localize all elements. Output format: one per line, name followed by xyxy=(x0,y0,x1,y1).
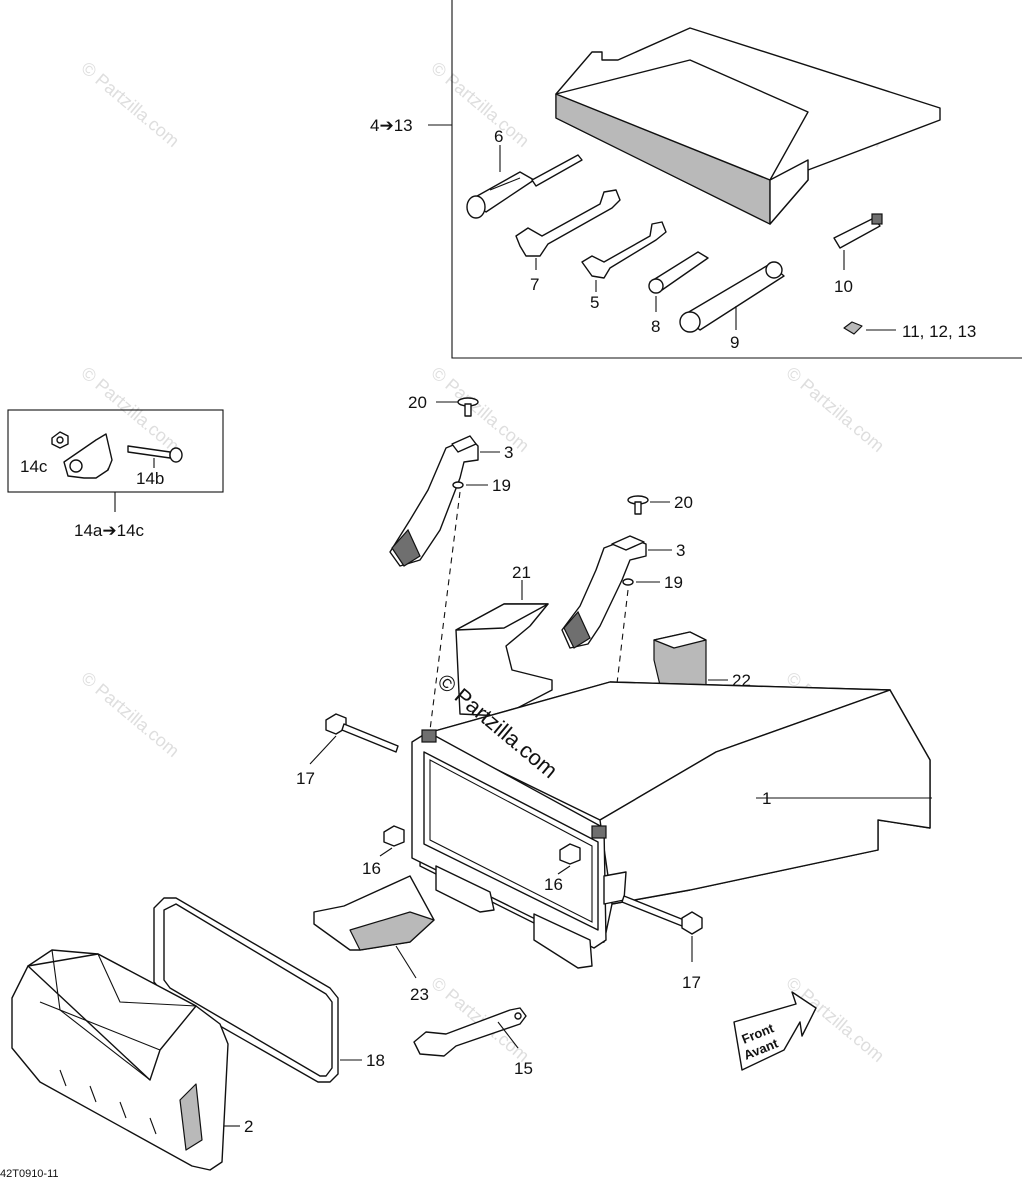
watermark: © Partzilla.com xyxy=(427,363,533,456)
latch-assembly-left: 20 3 19 xyxy=(389,393,513,731)
callout-10: 10 xyxy=(834,277,853,296)
socket-wrench-small xyxy=(648,251,709,294)
leader-line xyxy=(395,945,417,979)
latch-strap-right xyxy=(561,535,647,649)
drawing-code: 42T0910-11 xyxy=(0,1168,59,1179)
tool-kit-frame xyxy=(451,0,1022,359)
foam-pad-21 xyxy=(455,603,553,717)
callout-16-right: 16 xyxy=(544,875,563,894)
watermark: © Partzilla.com xyxy=(77,668,183,761)
callout-16-left: 16 xyxy=(362,859,381,878)
bracket-kit-frame xyxy=(7,409,224,493)
storage-box-1 xyxy=(411,681,931,969)
callout-3-right: 3 xyxy=(676,541,685,560)
callout-kit-range: 4➔13 xyxy=(370,116,413,135)
bracket-kit-group: 14a➔14c 14c 14b xyxy=(7,409,224,540)
bolt-14b xyxy=(127,445,183,463)
front-direction-arrow: Front Avant xyxy=(733,991,817,1071)
callout-14b: 14b xyxy=(136,469,164,488)
watermark: © Partzilla.com xyxy=(77,58,183,151)
gasket-18 xyxy=(153,897,339,1083)
leader-line xyxy=(497,1021,519,1049)
callout-17-left: 17 xyxy=(296,769,315,788)
latch-strap-left xyxy=(389,435,479,567)
callout-14c: 14c xyxy=(20,457,48,476)
watermark: © Partzilla.com xyxy=(782,363,888,456)
watermark: © Partzilla.com xyxy=(427,58,533,151)
callout-9: 9 xyxy=(730,333,739,352)
callout-20-left: 20 xyxy=(408,393,427,412)
screwdriver xyxy=(466,154,583,219)
bolt-17-right xyxy=(621,895,703,935)
callout-20-right: 20 xyxy=(674,493,693,512)
callout-18: 18 xyxy=(366,1051,385,1070)
latch-clip xyxy=(591,825,607,839)
nut-16-right xyxy=(559,843,581,865)
fuse xyxy=(843,321,863,335)
fuse-puller xyxy=(833,213,883,249)
callout-15: 15 xyxy=(514,1059,533,1078)
nut-14c xyxy=(51,431,69,449)
leader-line xyxy=(557,865,571,875)
callout-11-12-13: 11, 12, 13 xyxy=(902,322,976,341)
nut-16-left xyxy=(383,825,405,847)
callout-17-right: 17 xyxy=(682,973,701,992)
callout-3-left: 3 xyxy=(504,443,513,462)
callout-7: 7 xyxy=(530,275,539,294)
washer-19-left xyxy=(452,481,464,489)
alignment-line xyxy=(429,491,461,731)
lid-cover-2 xyxy=(11,949,229,1171)
bracket-14a xyxy=(63,433,113,479)
callout-2: 2 xyxy=(244,1117,253,1136)
callout-14a-14c: 14a➔14c xyxy=(74,521,145,540)
callout-23: 23 xyxy=(410,985,429,1004)
screw-20-left xyxy=(457,397,479,417)
callout-19-left: 19 xyxy=(492,476,511,495)
foam-pad-23 xyxy=(313,875,435,951)
leader-line xyxy=(309,735,337,765)
leader-line xyxy=(379,847,393,857)
spanner-wrench-15 xyxy=(413,1007,527,1057)
latch-clip xyxy=(421,729,437,743)
callout-19-right: 19 xyxy=(664,573,683,592)
washer-19-right xyxy=(622,578,634,586)
callout-1: 1 xyxy=(762,789,771,808)
callout-6: 6 xyxy=(494,127,503,146)
screw-20-right xyxy=(627,495,649,515)
tool-kit-group: 4➔13 6 7 5 xyxy=(370,0,1022,359)
callout-8: 8 xyxy=(651,317,660,336)
wrench-large xyxy=(515,189,621,257)
tool-pouch xyxy=(555,27,941,225)
callout-5: 5 xyxy=(590,293,599,312)
bolt-17-left xyxy=(325,713,399,753)
socket-wrench-large xyxy=(679,261,785,333)
wrench-small xyxy=(581,221,667,279)
callout-21: 21 xyxy=(512,563,531,582)
